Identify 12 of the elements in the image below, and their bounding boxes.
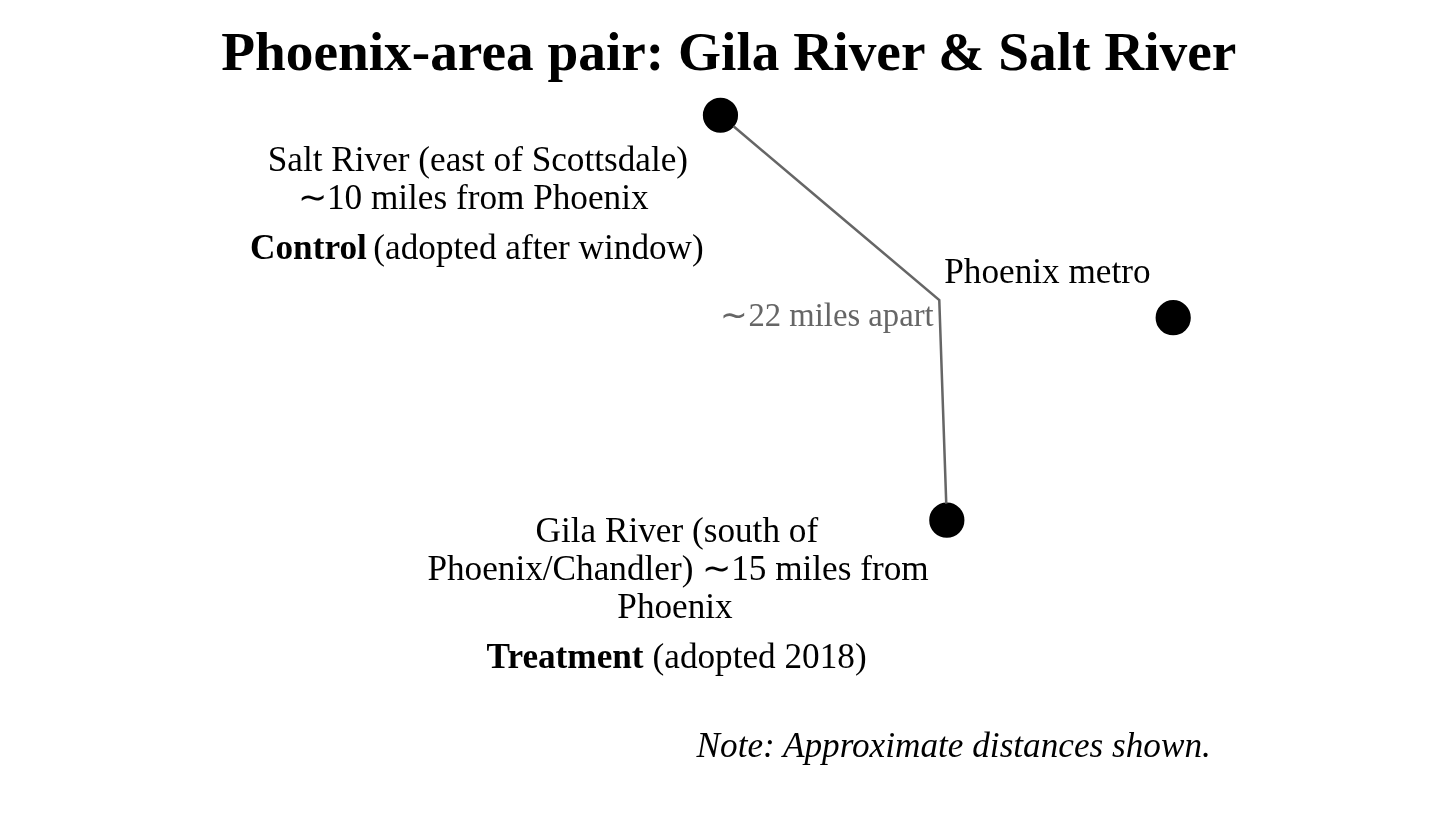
node-label: Salt River (east of Scottsdale) ∼10 miles from Phoenix xyxy=(267,140,689,217)
node-circle xyxy=(702,97,739,133)
connector xyxy=(732,125,948,504)
node-circle xyxy=(1155,300,1191,336)
node-label: Treatment (adopted 2018) xyxy=(486,636,867,676)
edge-label: ∼22 miles apart xyxy=(720,297,934,334)
label: Note: Approximate distances shown. xyxy=(696,726,1211,766)
node-label: Gila River (south of Phoenix/Chandler) ∼15 miles from Phoenix xyxy=(427,511,929,626)
node-label: Control (adopted after window) xyxy=(250,228,704,268)
node-circle xyxy=(929,502,965,538)
node-label: Phoenix metro xyxy=(944,252,1151,291)
diagram-title: Phoenix-area pair: Gila River & Salt River xyxy=(221,21,1237,83)
